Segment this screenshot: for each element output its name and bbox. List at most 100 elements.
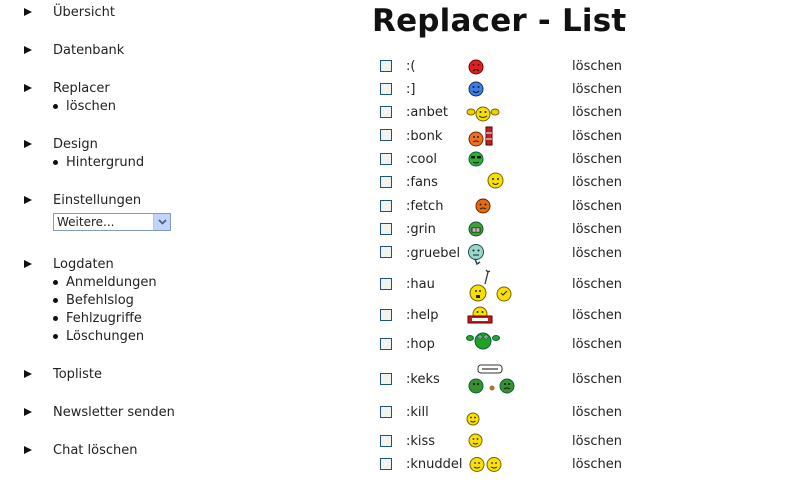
delete-link[interactable]: löschen	[572, 246, 622, 261]
row-checkbox[interactable]	[380, 200, 392, 212]
nav-item-label: Einstellungen	[53, 192, 142, 208]
bullet-icon	[53, 279, 58, 285]
row-checkbox[interactable]	[380, 60, 392, 72]
triangle-right-icon	[24, 8, 32, 16]
nav-subitem-loeschungen[interactable]: Löschungen	[53, 327, 157, 345]
delete-link[interactable]: löschen	[572, 434, 622, 449]
replacer-row: :help löschen	[380, 306, 780, 326]
fans-face-icon	[487, 172, 504, 189]
replacer-row: :gruebel löschen	[380, 243, 780, 265]
page-title: Replacer - List	[372, 3, 627, 39]
delete-link[interactable]: löschen	[572, 222, 622, 237]
replacer-code: :(	[406, 59, 416, 74]
nav-section-replacer: Replacer löschen	[24, 79, 116, 115]
nav-subitem-loeschen[interactable]: löschen	[53, 97, 116, 115]
row-checkbox[interactable]	[380, 106, 392, 118]
delete-link[interactable]: löschen	[572, 175, 622, 190]
nav-item-label: Topliste	[53, 366, 103, 382]
delete-link[interactable]: löschen	[572, 337, 622, 352]
triangle-right-icon	[24, 370, 32, 378]
replacer-code: :kiss	[406, 434, 436, 449]
nav-item-label: Logdaten	[53, 256, 114, 272]
nav-subitem-fehlzugriffe[interactable]: Fehlzugriffe	[53, 309, 157, 327]
replacer-row: :grin löschen	[380, 220, 780, 240]
hit-faces-icon	[469, 269, 512, 302]
hug-faces-icon	[469, 457, 502, 472]
row-checkbox[interactable]	[380, 83, 392, 95]
nav-item-label: Übersicht	[53, 4, 115, 20]
settings-select[interactable]: Weitere...	[53, 213, 171, 231]
nav-subitem-label: Löschungen	[66, 328, 145, 344]
row-checkbox[interactable]	[380, 338, 392, 350]
row-checkbox[interactable]	[380, 176, 392, 188]
replacer-row: :kiss löschen	[380, 432, 780, 452]
nav-item-uebersicht[interactable]: Übersicht	[24, 3, 115, 21]
triangle-right-icon	[24, 46, 32, 54]
row-checkbox[interactable]	[380, 406, 392, 418]
nav-section-newsletter: Newsletter senden	[24, 403, 175, 421]
nav-item-replacer[interactable]: Replacer	[24, 79, 116, 97]
worship-face-icon	[466, 106, 500, 122]
nav-section-chat: Chat löschen	[24, 441, 137, 459]
kiss-face-icon	[468, 433, 483, 448]
nav-subitem-hintergrund[interactable]: Hintergrund	[53, 153, 144, 171]
nav-section-datenbank: Datenbank	[24, 41, 124, 59]
nav-subitem-anmeldungen[interactable]: Anmeldungen	[53, 273, 157, 291]
delete-link[interactable]: löschen	[572, 129, 622, 144]
help-sign-face-icon	[467, 306, 493, 324]
replacer-code: :anbet	[406, 105, 448, 120]
nav-item-newsletter-senden[interactable]: Newsletter senden	[24, 403, 175, 421]
delete-link[interactable]: löschen	[572, 457, 622, 472]
delete-link[interactable]: löschen	[572, 105, 622, 120]
delete-link[interactable]: löschen	[572, 308, 622, 323]
nav-section-uebersicht: Übersicht	[24, 3, 115, 21]
nav-item-label: Design	[53, 136, 98, 152]
nav-subitem-befehlslog[interactable]: Befehlslog	[53, 291, 157, 309]
chevron-down-icon[interactable]	[153, 214, 170, 230]
nav-section-topliste: Topliste	[24, 365, 102, 383]
row-checkbox[interactable]	[380, 309, 392, 321]
replacer-row: :bonk löschen	[380, 126, 780, 147]
nav-item-topliste[interactable]: Topliste	[24, 365, 102, 383]
sad-red-face-icon	[468, 59, 484, 75]
nav-item-label: Replacer	[53, 80, 110, 96]
nav-subitem-label: Fehlzugriffe	[66, 310, 142, 326]
grin-face-icon	[468, 221, 484, 237]
row-checkbox[interactable]	[380, 129, 392, 141]
triangle-right-icon	[24, 140, 32, 148]
row-checkbox[interactable]	[380, 373, 392, 385]
row-checkbox[interactable]	[380, 435, 392, 447]
delete-link[interactable]: löschen	[572, 59, 622, 74]
replacer-row: :hau löschen	[380, 268, 780, 302]
delete-link[interactable]: löschen	[572, 152, 622, 167]
replacer-row: :fans löschen	[380, 172, 780, 193]
bullet-icon	[53, 315, 58, 321]
replacer-code: :keks	[406, 372, 440, 387]
nav-item-datenbank[interactable]: Datenbank	[24, 41, 124, 59]
bullet-icon	[53, 159, 58, 165]
nav-item-einstellungen[interactable]: Einstellungen	[24, 191, 141, 209]
bullet-icon	[53, 333, 58, 339]
delete-link[interactable]: löschen	[572, 277, 622, 292]
replacer-code: :help	[406, 308, 439, 323]
bullet-icon	[53, 103, 58, 109]
row-checkbox[interactable]	[380, 153, 392, 165]
nav-item-chat-loeschen[interactable]: Chat löschen	[24, 441, 137, 459]
replacer-row: :kill löschen	[380, 403, 780, 426]
nav-item-design[interactable]: Design	[24, 135, 144, 153]
replacer-code: :hau	[406, 277, 435, 292]
nav-subitem-label: Anmeldungen	[66, 274, 157, 290]
delete-link[interactable]: löschen	[572, 199, 622, 214]
replacer-row: :] löschen	[380, 80, 780, 100]
row-checkbox[interactable]	[380, 246, 392, 258]
settings-select-value: Weitere...	[57, 215, 115, 229]
replacer-row: :fetch löschen	[380, 197, 780, 217]
delete-link[interactable]: löschen	[572, 372, 622, 387]
nav-item-logdaten[interactable]: Logdaten	[24, 255, 157, 273]
row-checkbox[interactable]	[380, 458, 392, 470]
delete-link[interactable]: löschen	[572, 405, 622, 420]
delete-link[interactable]: löschen	[572, 82, 622, 97]
row-checkbox[interactable]	[380, 278, 392, 290]
row-checkbox[interactable]	[380, 223, 392, 235]
nav-item-label: Newsletter senden	[53, 404, 175, 420]
